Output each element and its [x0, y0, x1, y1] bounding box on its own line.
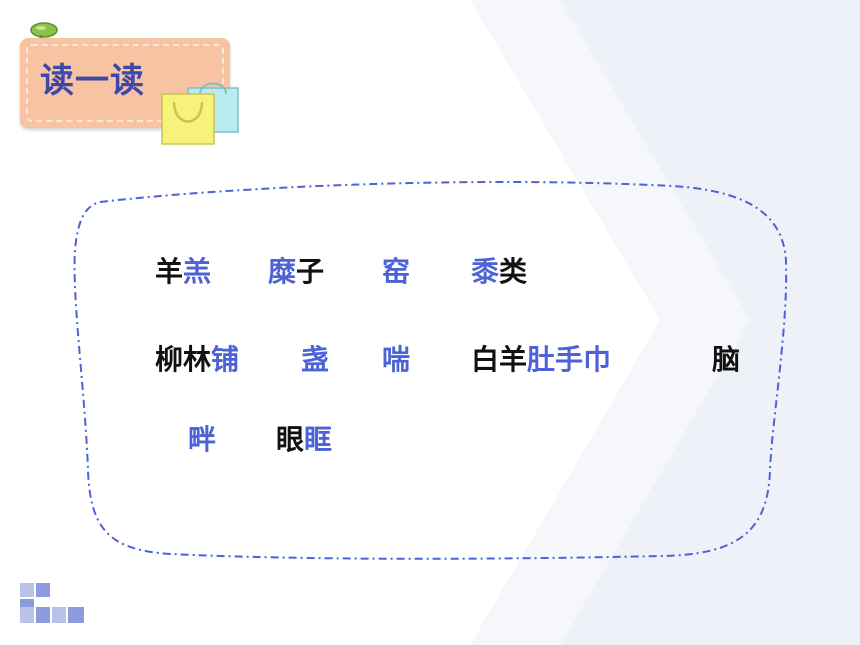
word-6-part-1: 盏	[301, 343, 330, 376]
word-7-part-1: 喘	[382, 343, 411, 376]
word-11-part-2: 眶	[304, 423, 333, 456]
title-card-stitch	[26, 44, 224, 122]
word-5-part-2: 铺	[211, 343, 240, 376]
word-2-part-1: 糜	[268, 255, 297, 288]
word-2: 糜子	[268, 250, 324, 290]
word-5: 柳林铺	[155, 338, 239, 378]
word-1-part-1: 羊	[155, 255, 184, 288]
shopping-bags-icon	[161, 82, 239, 145]
pushpin-icon	[30, 22, 58, 53]
page-title: 读一读	[40, 61, 145, 101]
word-11: 眼眶	[276, 418, 332, 458]
word-9-part-1: 脑	[712, 343, 741, 376]
word-10: 畔	[188, 418, 216, 458]
word-2-part-2: 子	[296, 255, 325, 288]
word-8-part-2: 肚手巾	[527, 343, 612, 376]
word-1: 羊羔	[155, 250, 211, 290]
word-7: 喘	[382, 338, 410, 378]
word-10-part-1: 畔	[188, 423, 217, 456]
word-6: 盏	[301, 338, 329, 378]
word-8: 白羊肚手巾	[471, 338, 611, 378]
word-4-part-2: 类	[499, 255, 528, 288]
word-9: 脑	[712, 338, 740, 378]
word-3: 窑	[382, 250, 410, 290]
word-3-part-1: 窑	[382, 255, 411, 288]
word-5-part-1: 柳林	[155, 343, 212, 376]
decorative-squares	[20, 583, 84, 623]
word-8-part-1: 白羊	[471, 343, 528, 376]
word-4: 黍类	[471, 250, 527, 290]
word-4-part-1: 黍	[471, 255, 500, 288]
word-1-part-2: 羔	[183, 255, 212, 288]
word-11-part-1: 眼	[276, 423, 305, 456]
